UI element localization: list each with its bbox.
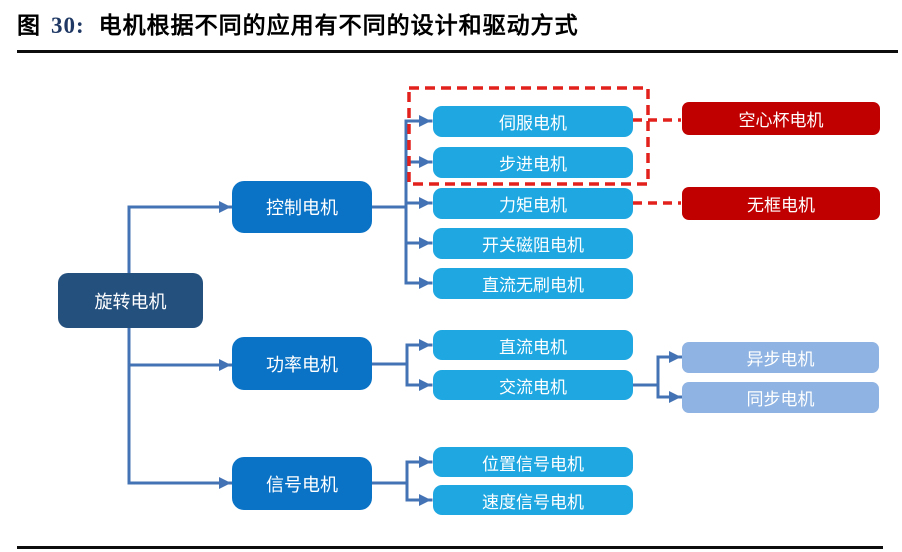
- node-rotary-motor: 旋转电机: [58, 273, 203, 328]
- dashed-highlight-box: [407, 86, 650, 186]
- node-brushless-dc-motor: 直流无刷电机: [433, 268, 633, 299]
- bottom-rule: [17, 546, 883, 549]
- node-frameless-motor: 无框电机: [682, 187, 880, 220]
- node-coreless-motor: 空心杯电机: [682, 102, 880, 135]
- node-speed-signal-motor: 速度信号电机: [433, 485, 633, 515]
- title-underline: [17, 50, 898, 53]
- figure-prefix: 图: [17, 13, 41, 38]
- node-signal-motor: 信号电机: [232, 457, 372, 510]
- node-position-signal-motor: 位置信号电机: [433, 447, 633, 477]
- figure-title: 图 30: 电机根据不同的应用有不同的设计和驱动方式: [17, 11, 579, 41]
- node-servo-motor: 伺服电机: [433, 106, 633, 137]
- node-synchronous-motor: 同步电机: [682, 382, 879, 413]
- node-torque-motor: 力矩电机: [433, 188, 633, 219]
- node-ac-motor: 交流电机: [433, 370, 633, 400]
- blue-tree-wires: [127, 115, 683, 506]
- node-stepper-motor: 步进电机: [433, 147, 633, 178]
- node-control-motor: 控制电机: [232, 181, 372, 233]
- node-switched-reluctance-motor: 开关磁阻电机: [433, 228, 633, 259]
- node-dc-motor: 直流电机: [433, 330, 633, 360]
- figure-number: 30:: [51, 13, 85, 38]
- figure-title-text: 电机根据不同的应用有不同的设计和驱动方式: [98, 13, 579, 38]
- red-dashed-links: [407, 86, 681, 205]
- node-asynchronous-motor: 异步电机: [682, 342, 879, 373]
- node-power-motor: 功率电机: [232, 337, 372, 390]
